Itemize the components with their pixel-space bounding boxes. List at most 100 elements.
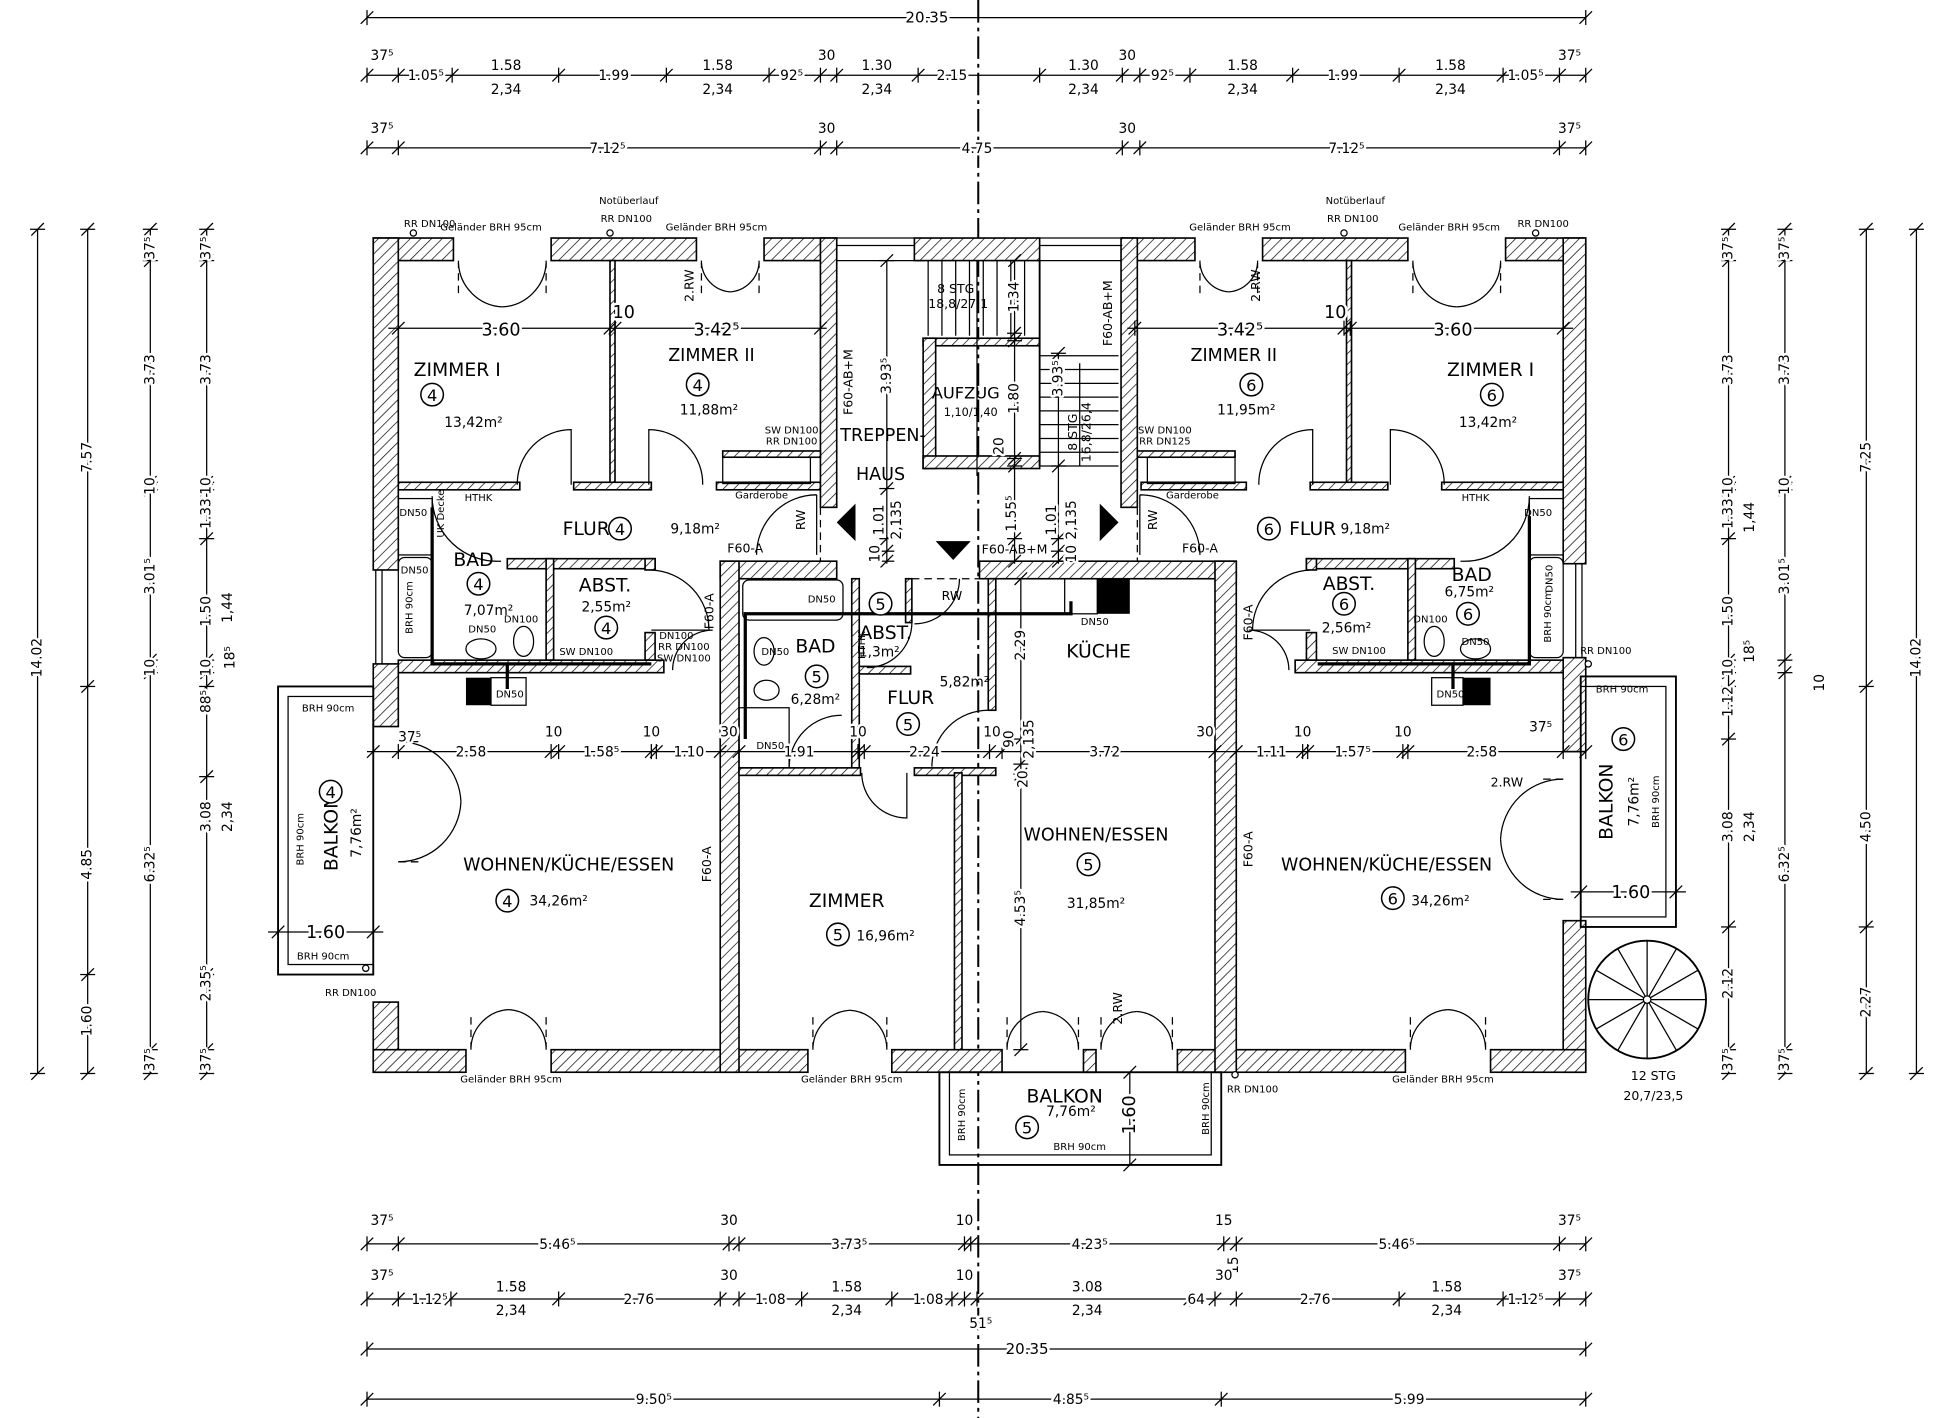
plan-note: BRH 90cm [296, 813, 307, 866]
room-area: 11,95m² [1217, 403, 1275, 419]
dimension-label: 1.08 [913, 1292, 944, 1308]
unit-number: 6 [1339, 595, 1349, 614]
dimension-label: 37⁵ [142, 237, 158, 260]
plan-note: Garderobe [1166, 491, 1219, 502]
plan-note: Geländer BRH 95cm [460, 1074, 562, 1085]
dimension-label: 3.93⁵ [879, 358, 895, 394]
plan-note: 2.RW [1248, 269, 1263, 302]
dimension-label: 2,135 [1064, 500, 1080, 539]
unit-number: 4 [692, 376, 702, 395]
plan-note: BRH 90cm [1053, 1142, 1106, 1153]
wall [506, 557, 656, 570]
dimension-label: 37⁵ [1777, 1048, 1793, 1071]
door-swing [470, 1008, 509, 1048]
room-name: BAD [453, 550, 493, 571]
dimension-label: 30 [720, 725, 738, 741]
wall [719, 560, 740, 1074]
dimension-label: 1,44 [1742, 502, 1758, 533]
unit-number: 5 [903, 715, 913, 734]
plan-note: BRH 90cm [1596, 685, 1649, 696]
wall [1345, 259, 1353, 487]
dimension-label: 2.58 [1466, 745, 1497, 761]
dimension-label: 3.60 [482, 321, 521, 341]
dimension-label: 1.08 [755, 1292, 786, 1308]
wall [372, 237, 400, 571]
dimension-label: 1.34 [1007, 282, 1023, 313]
wall [609, 259, 616, 487]
plan-note: SW DN100 [559, 647, 613, 658]
fixtures [277, 229, 1707, 1166]
dimension-label: 2,34 [491, 82, 522, 98]
dimension-label: 10 [1064, 545, 1080, 563]
dimension-label: 51⁵ [969, 1316, 992, 1332]
wall [1305, 631, 1318, 661]
room-name: ABST. [859, 623, 912, 644]
room-name: KÜCHE [1066, 640, 1131, 663]
plan-note: RR DN100 [1517, 219, 1568, 230]
plan-note: RR DN100 [601, 214, 652, 225]
stairwell-title: HAUS [856, 465, 905, 485]
plan-note: F60-A [699, 846, 714, 882]
dimension-label: 20 [992, 437, 1008, 455]
dimension-label: 6.32⁵ [142, 846, 158, 882]
door-swing [1389, 429, 1445, 485]
room-name: ZIMMER II [1191, 346, 1278, 366]
unit-number-circle [594, 615, 619, 640]
dimension-label: 1.58 [1435, 58, 1466, 74]
plan-note: Notüberlauf [599, 196, 659, 207]
dimension-label: 37⁵ [371, 1268, 394, 1284]
door-swing [812, 1009, 850, 1048]
dimension-label: 30 [1119, 121, 1137, 137]
spiral-step [1646, 999, 1699, 1030]
door-swing [1412, 263, 1457, 308]
room-area: 13,42m² [444, 415, 502, 431]
dimension-label: 2,34 [861, 82, 892, 98]
door-swing [1456, 263, 1502, 308]
dimension-label: 37⁵ [1721, 237, 1737, 260]
room-name: WOHNEN/ESSEN [1024, 826, 1169, 846]
dimension-label: 3.01⁵ [1777, 558, 1793, 594]
dimension-label: 10 [1394, 725, 1412, 741]
dimension-label: 2.58 [456, 745, 487, 761]
shower-tray [397, 497, 433, 556]
roof-drain-marker [1584, 660, 1593, 668]
plan-note: F60-A [727, 540, 763, 555]
plan-note: F60-AB+M [841, 349, 856, 415]
window [375, 563, 1583, 664]
unit-number-circle [495, 888, 520, 913]
dimension-label: 37⁵ [1558, 121, 1581, 137]
drain-pipe [430, 507, 652, 689]
dimension-label: 10 [956, 1268, 974, 1284]
dimension-label: 10 [956, 1213, 974, 1229]
dimension-label: 4.50 [1858, 811, 1874, 842]
dimension-label: 5.46⁵ [1379, 1237, 1415, 1253]
dimension-label: 1.99 [598, 68, 629, 84]
dimension-label: 92⁵ [780, 68, 803, 84]
room-name: ZIMMER [809, 891, 885, 912]
room-name: ABST. [579, 575, 632, 596]
plan-note: BRH 90cm [1651, 775, 1662, 828]
balcony-right-rail [1580, 685, 1667, 918]
unit-number-circle [420, 382, 445, 407]
unit-number: 6 [1264, 520, 1274, 539]
room-name: WOHNEN/KÜCHE/ESSEN [463, 854, 674, 876]
plan-note: HTHK [1462, 493, 1490, 504]
door-swing [861, 772, 908, 819]
wall [1294, 659, 1565, 674]
door-swing [931, 709, 989, 767]
room-name: FLUR [563, 519, 610, 540]
dimension-label: 37⁵ [371, 121, 394, 137]
wall [397, 481, 521, 491]
dimension-label: 1.57⁵ [1335, 745, 1371, 761]
dimension-label: 15 [1226, 1256, 1242, 1274]
dimension-label: 1.58 [496, 1279, 527, 1295]
unit-number: 4 [601, 619, 611, 638]
door-swing [1499, 839, 1564, 901]
door-swing [700, 260, 760, 296]
dimension-label: 37⁵ [199, 1048, 215, 1071]
wall [1120, 237, 1139, 509]
plan-note: 8 STG [1065, 414, 1080, 451]
plan-note: RR DN100 [325, 988, 376, 999]
dimension-label: 7.57 [80, 442, 96, 473]
plan-note: 12 STG [1631, 1068, 1676, 1083]
